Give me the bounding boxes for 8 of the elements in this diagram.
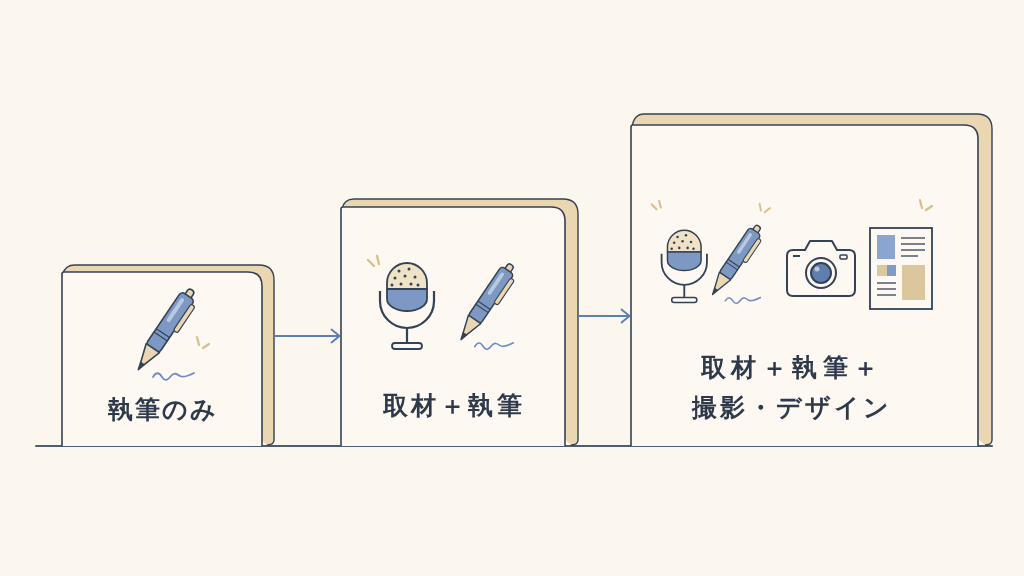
arrow bbox=[274, 328, 341, 344]
stage-label: 取材＋執筆＋撮影・デザイン bbox=[691, 352, 893, 424]
arrow bbox=[578, 308, 631, 324]
stage-card bbox=[340, 198, 579, 446]
stage-label: 取材＋執筆 bbox=[382, 390, 526, 422]
stage-card bbox=[61, 264, 275, 446]
stage-label: 執筆のみ bbox=[108, 394, 218, 426]
stage-card bbox=[630, 113, 993, 446]
